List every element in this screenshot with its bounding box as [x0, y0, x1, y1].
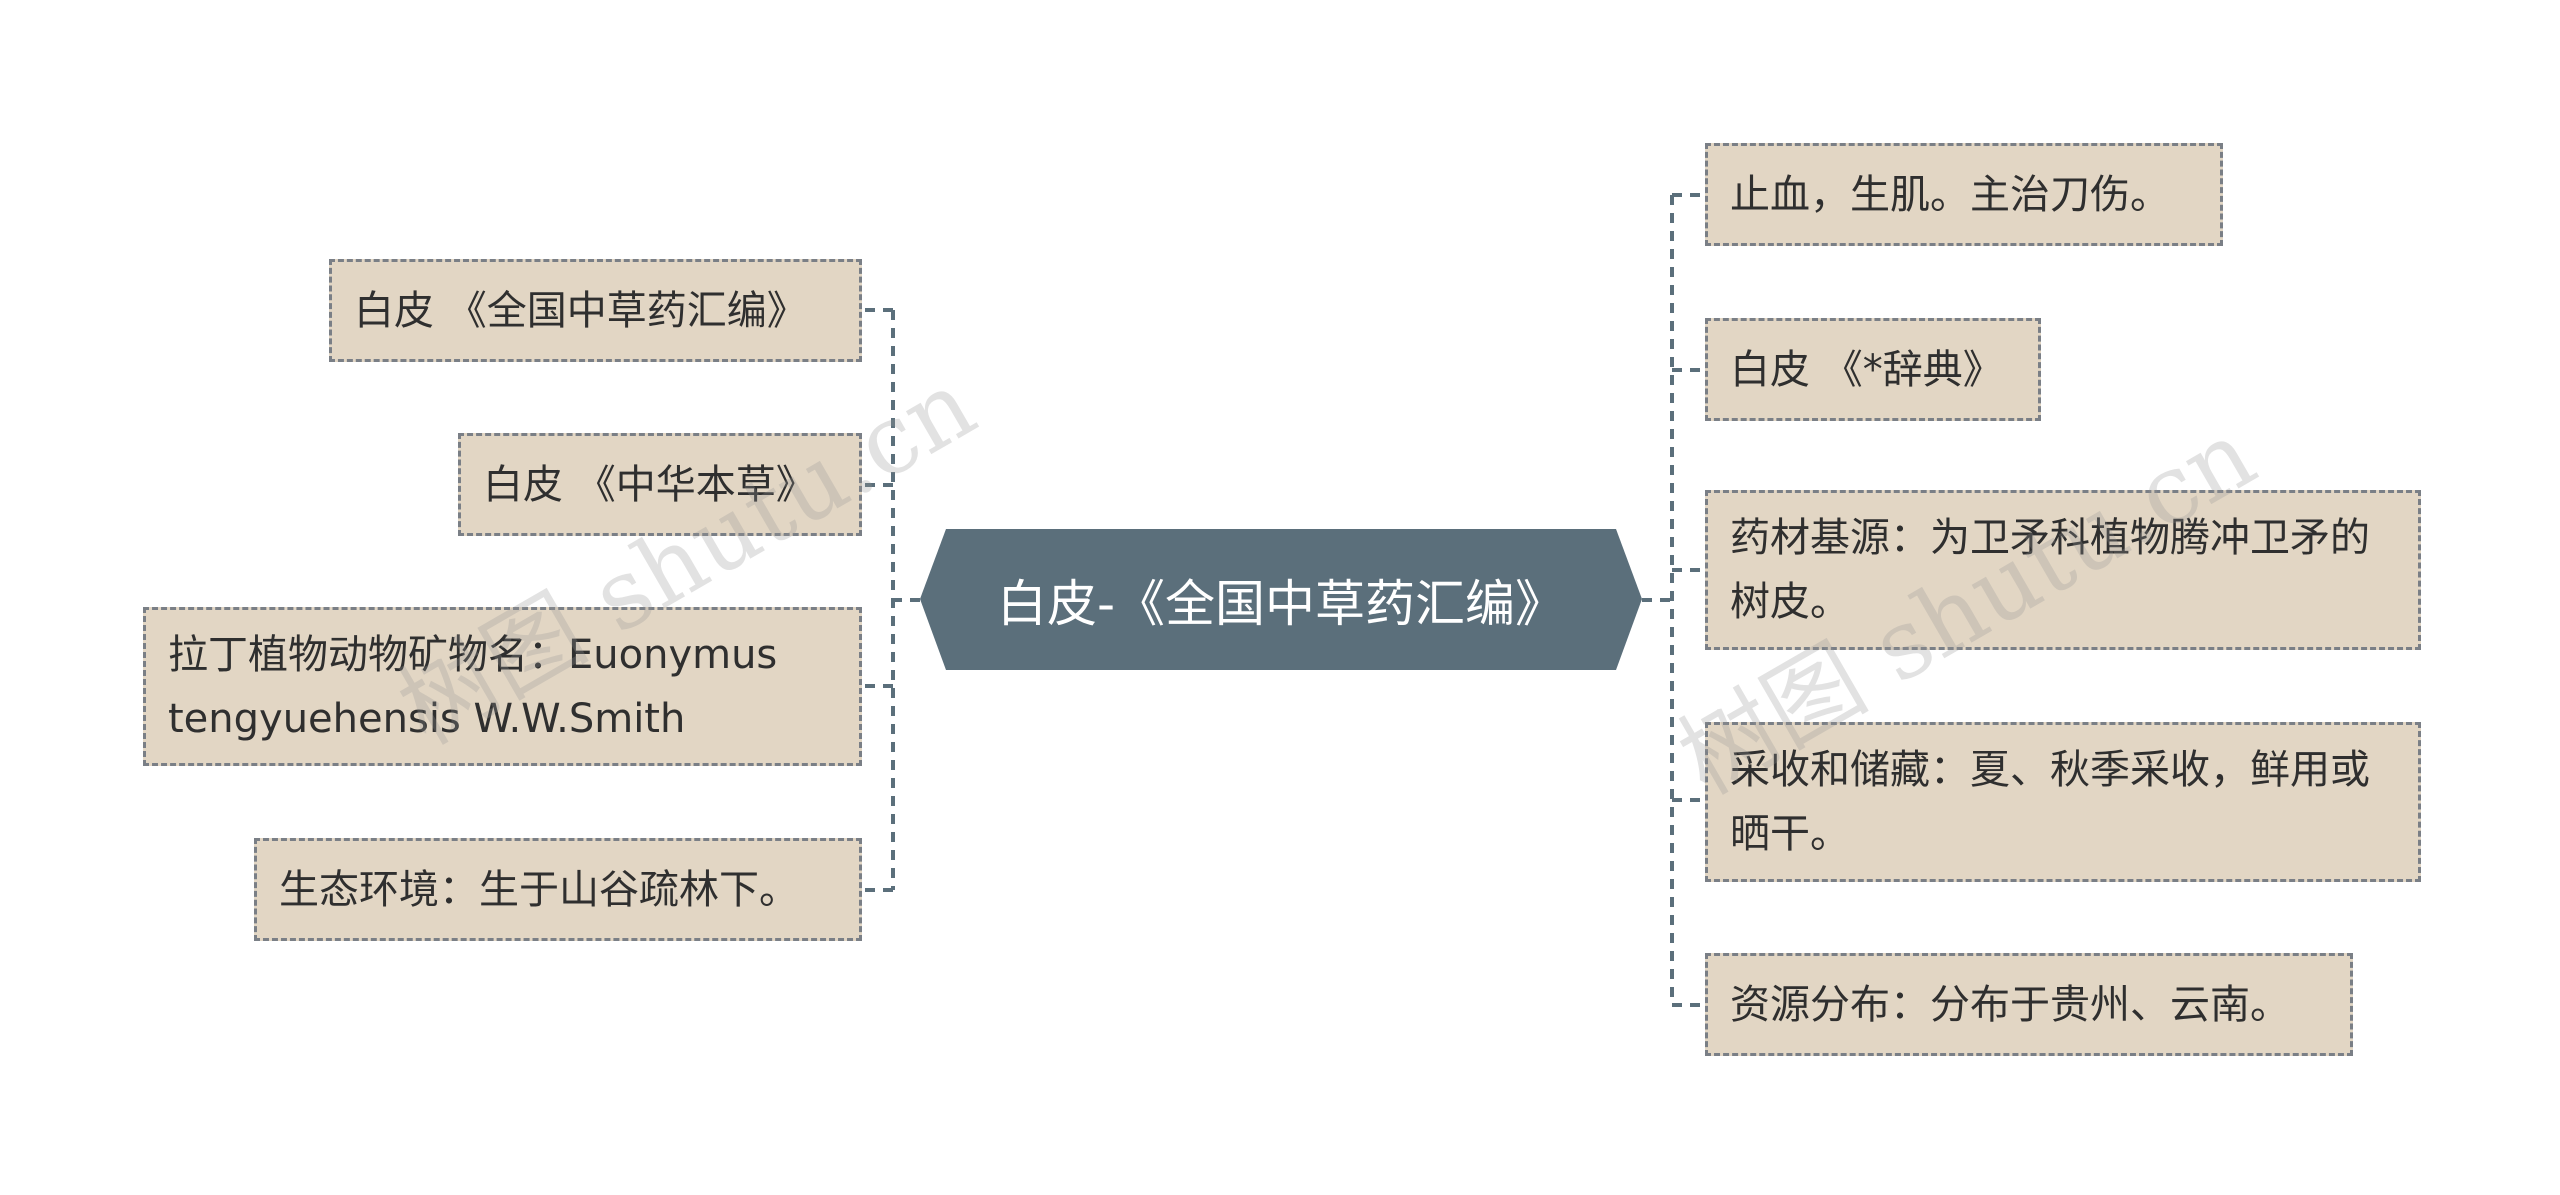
connector-right-trunk [1642, 195, 1674, 1005]
right-topic-1[interactable]: 止血，生肌。主治刀伤。 [1705, 143, 2223, 246]
center-topic-label: 白皮-《全国中草药汇编》 [996, 574, 1566, 633]
right-topic-4[interactable]: 采收和储藏：夏、秋季采收，鲜用或晒干。 [1705, 722, 2421, 882]
center-hexagon-shape [920, 529, 1642, 670]
left-topic-1[interactable]: 白皮 《全国中草药汇编》 [329, 259, 862, 362]
right-topic-2-label: 白皮 《*辞典》 [1730, 346, 2003, 393]
right-topic-5[interactable]: 资源分布：分布于贵州、云南。 [1705, 953, 2353, 1056]
right-topic-1-label: 止血，生肌。主治刀伤。 [1730, 171, 2170, 218]
right-topic-3-label: 药材基源：为卫矛科植物腾冲卫矛的树皮。 [1730, 515, 2370, 625]
left-topic-1-label: 白皮 《全国中草药汇编》 [354, 287, 807, 334]
right-topic-2[interactable]: 白皮 《*辞典》 [1705, 318, 2041, 421]
left-topic-4[interactable]: 生态环境：生于山谷疏林下。 [254, 838, 862, 941]
center-topic-node[interactable]: 白皮-《全国中草药汇编》 [920, 529, 1642, 670]
left-topic-2-label: 白皮 《中华本草》 [483, 461, 816, 508]
left-topic-3-label: 拉丁植物动物矿物名：Euonymus tengyuehensis W.W.Smi… [168, 631, 778, 742]
left-topic-3[interactable]: 拉丁植物动物矿物名：Euonymus tengyuehensis W.W.Smi… [143, 607, 862, 766]
left-topic-4-label: 生态环境：生于山谷疏林下。 [279, 866, 799, 913]
left-topic-2[interactable]: 白皮 《中华本草》 [458, 433, 862, 536]
connector-left-trunk [891, 310, 920, 890]
right-topic-3[interactable]: 药材基源：为卫矛科植物腾冲卫矛的树皮。 [1705, 490, 2421, 650]
right-topic-5-label: 资源分布：分布于贵州、云南。 [1730, 981, 2290, 1028]
right-topic-4-label: 采收和储藏：夏、秋季采收，鲜用或晒干。 [1730, 747, 2370, 857]
